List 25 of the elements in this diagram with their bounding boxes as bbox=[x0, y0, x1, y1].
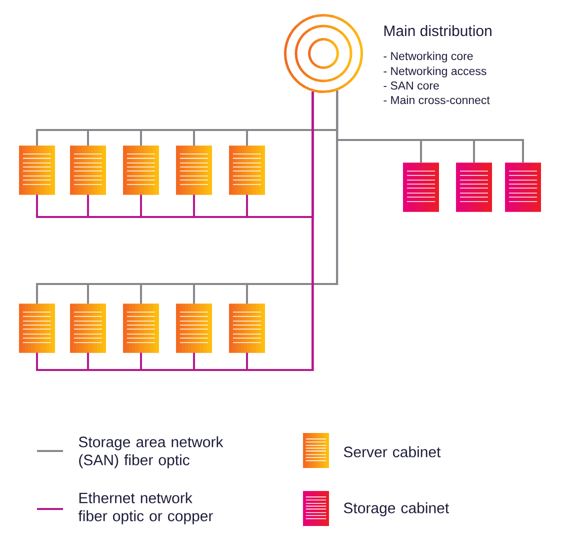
server-cabinet bbox=[229, 304, 265, 353]
list-item: - Networking access bbox=[384, 66, 486, 78]
connector-line bbox=[246, 92, 314, 371]
server-cabinet bbox=[70, 304, 106, 353]
list-item: - Networking core bbox=[384, 52, 473, 62]
legend-text: Ethernet network fiber optic or copper bbox=[78, 492, 213, 524]
server-cabinet bbox=[70, 146, 106, 195]
storage-cabinet bbox=[456, 162, 492, 212]
server-cabinet bbox=[176, 304, 212, 353]
server-cabinet bbox=[123, 304, 159, 353]
list-item: - Main cross-connect bbox=[384, 96, 490, 104]
concentric-rings bbox=[284, 14, 364, 94]
storage-cabinet bbox=[403, 162, 439, 212]
server-cabinet bbox=[176, 146, 212, 195]
server-cabinet bbox=[19, 304, 55, 353]
storage-cabinet bbox=[505, 162, 541, 212]
connector-line bbox=[246, 90, 338, 304]
legend-text: Storage cabinet bbox=[344, 502, 449, 516]
legend-text: Storage area network (SAN) fiber optic bbox=[78, 436, 224, 468]
server-cabinet bbox=[229, 146, 265, 195]
list-item: - SAN core bbox=[384, 81, 439, 90]
server-cabinet bbox=[123, 146, 159, 195]
heading: Main distribution bbox=[384, 25, 492, 36]
legend-text: Server cabinet bbox=[344, 446, 441, 458]
server-cabinet bbox=[19, 146, 55, 195]
